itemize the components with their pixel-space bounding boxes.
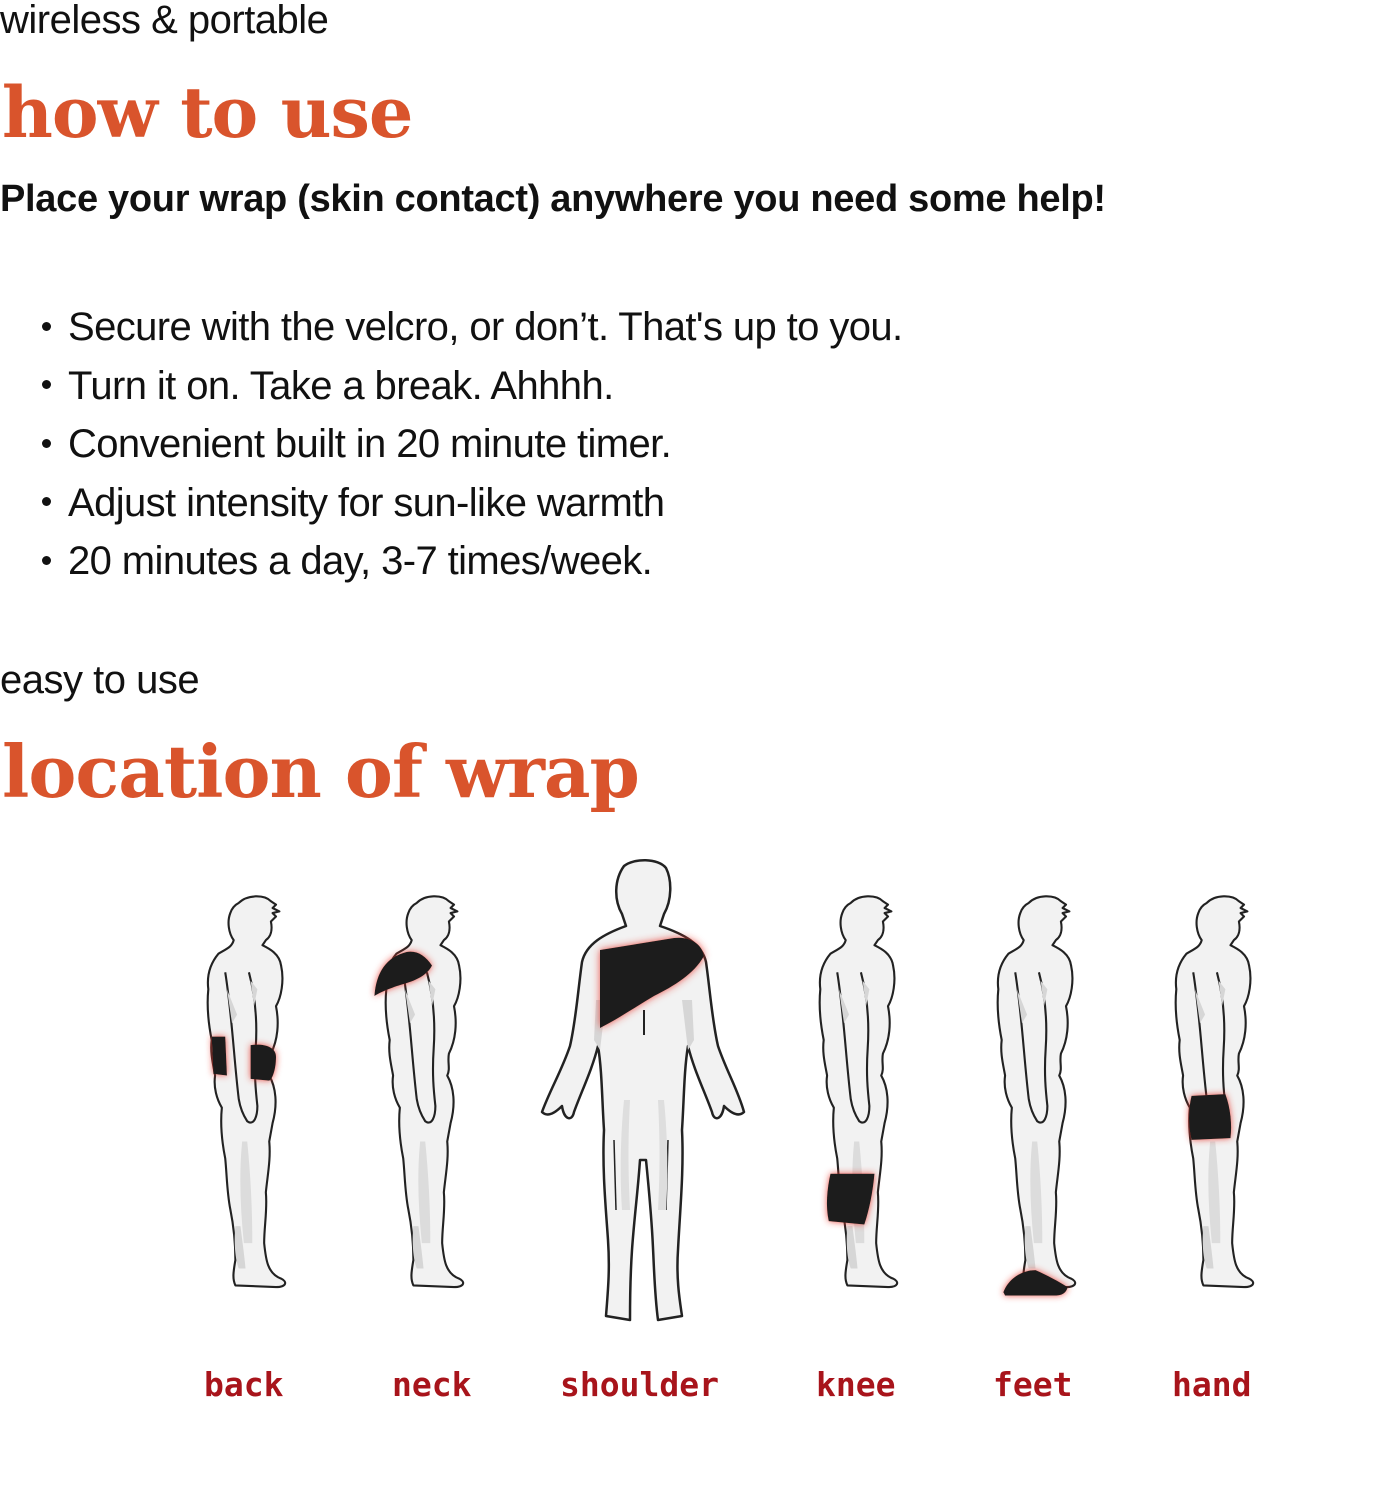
heading-how-to-use: how to use (2, 71, 413, 154)
list-item: Turn it on. Take a break. Ahhhh. (42, 357, 903, 416)
location-label-neck: neck (392, 1365, 472, 1404)
body-figure-hand-wrap-icon (1174, 895, 1255, 1289)
location-label-hand: hand (1172, 1365, 1252, 1404)
bullet-icon (42, 497, 51, 507)
location-label-back: back (204, 1365, 284, 1404)
body-figure-feet-wrap-icon (996, 895, 1077, 1296)
wrap-location-figures (0, 850, 1392, 1350)
bullet-icon (42, 380, 51, 390)
section-subtitle-wireless: wireless & portable (0, 0, 329, 42)
location-label-shoulder: shoulder (560, 1365, 719, 1404)
heading-location-of-wrap: location of wrap (2, 729, 640, 814)
list-item: Adjust intensity for sun-like warmth (42, 474, 903, 533)
bullet-icon (42, 438, 51, 448)
bullet-icon (42, 321, 51, 331)
lead-text: Place your wrap (skin contact) anywhere … (0, 178, 1106, 220)
list-item: 20 minutes a day, 3-7 times/week. (42, 532, 903, 591)
section-subtitle-easy: easy to use (0, 658, 200, 702)
location-label-feet: feet (993, 1365, 1073, 1404)
body-figure-back-wrap-icon (206, 895, 287, 1289)
list-item: Secure with the velcro, or don’t. That's… (42, 298, 903, 357)
list-item: Convenient built in 20 minute timer. (42, 415, 903, 474)
body-figure-neck-wrap-icon (374, 895, 465, 1289)
body-figure-shoulder-wrap-icon (540, 859, 746, 1322)
location-label-knee: knee (816, 1365, 896, 1404)
body-figure-knee-wrap-icon (818, 895, 899, 1289)
bullet-icon (42, 555, 51, 565)
instructions-list: Secure with the velcro, or don’t. That's… (42, 298, 903, 591)
